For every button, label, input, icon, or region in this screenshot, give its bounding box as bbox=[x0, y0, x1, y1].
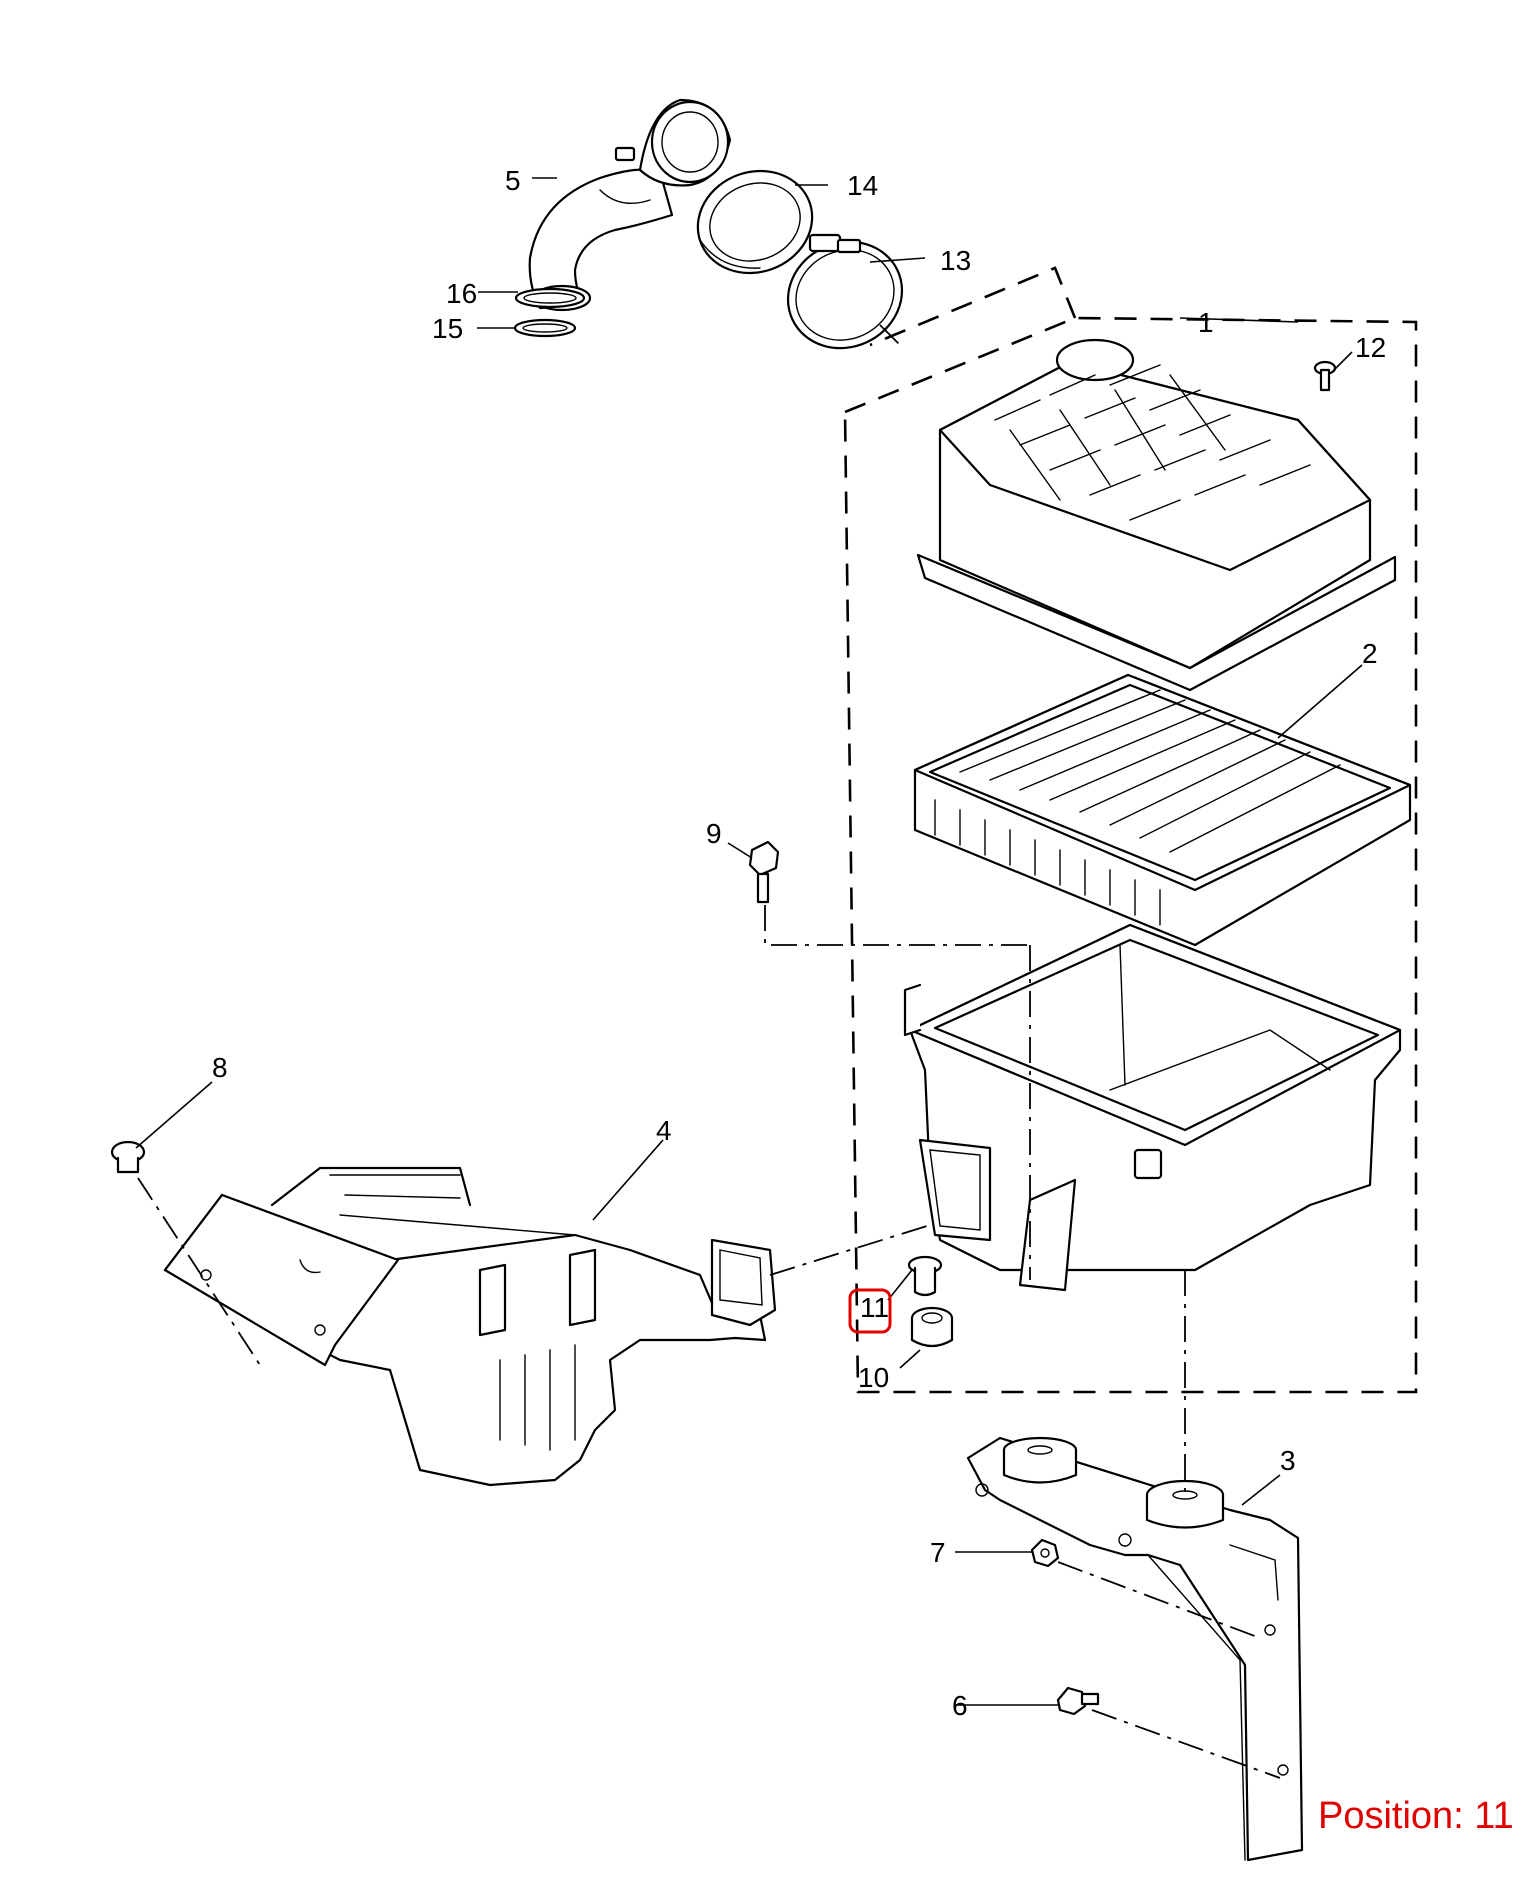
callout-14: 14 bbox=[847, 170, 878, 201]
callout-11: 11 bbox=[860, 1292, 889, 1323]
reference-lines bbox=[137, 324, 1281, 1779]
callout-12: 12 bbox=[1355, 332, 1386, 363]
part-12-screw[interactable] bbox=[1313, 360, 1337, 392]
air-filter-cover[interactable] bbox=[916, 338, 1397, 692]
position-label: Position: 11 bbox=[1318, 1795, 1514, 1837]
callout-5: 5 bbox=[505, 165, 521, 196]
part-8-push-clip[interactable] bbox=[110, 1140, 146, 1174]
callout-labels: 1 2 3 4 5 6 7 8 9 10 11 12 13 14 15 16 bbox=[212, 165, 1386, 1721]
callout-16: 16 bbox=[446, 278, 477, 309]
leader-lines bbox=[135, 177, 1363, 1706]
callout-4: 4 bbox=[656, 1115, 672, 1146]
part-15-clamp[interactable] bbox=[513, 318, 577, 338]
part-9-bolt[interactable] bbox=[748, 840, 780, 904]
callout-10: 10 bbox=[858, 1362, 889, 1393]
cover-rib-grid bbox=[994, 364, 1311, 521]
callout-9: 9 bbox=[706, 818, 722, 849]
part-4-intake-duct[interactable] bbox=[163, 1166, 777, 1487]
filter-pleats bbox=[934, 689, 1341, 926]
part-5-intake-hose[interactable] bbox=[528, 98, 732, 312]
callout-6: 6 bbox=[952, 1690, 968, 1721]
part-13-hose-clamp[interactable] bbox=[770, 223, 919, 366]
callout-2: 2 bbox=[1362, 638, 1378, 669]
callout-8: 8 bbox=[212, 1052, 228, 1083]
callout-7: 7 bbox=[930, 1537, 946, 1568]
callout-1: 1 bbox=[1198, 307, 1214, 338]
part-2-air-filter[interactable] bbox=[913, 673, 1412, 947]
part-16-clamp[interactable] bbox=[514, 287, 586, 309]
part-14-coupling-sleeve[interactable] bbox=[683, 155, 826, 289]
callout-13: 13 bbox=[940, 245, 971, 276]
selected-callout-highlight bbox=[848, 1288, 892, 1334]
callout-15: 15 bbox=[432, 313, 463, 344]
assembly-outline bbox=[843, 266, 1418, 1394]
air-filter-lower-housing[interactable] bbox=[903, 923, 1402, 1292]
part-10-bushing[interactable] bbox=[910, 1306, 954, 1348]
part-7-nut[interactable] bbox=[1030, 1538, 1060, 1568]
callout-3: 3 bbox=[1280, 1445, 1296, 1476]
part-3-support-bracket[interactable] bbox=[966, 1436, 1304, 1862]
part-6-bolt[interactable] bbox=[1056, 1686, 1100, 1716]
part-11-grommet[interactable] bbox=[907, 1255, 943, 1297]
